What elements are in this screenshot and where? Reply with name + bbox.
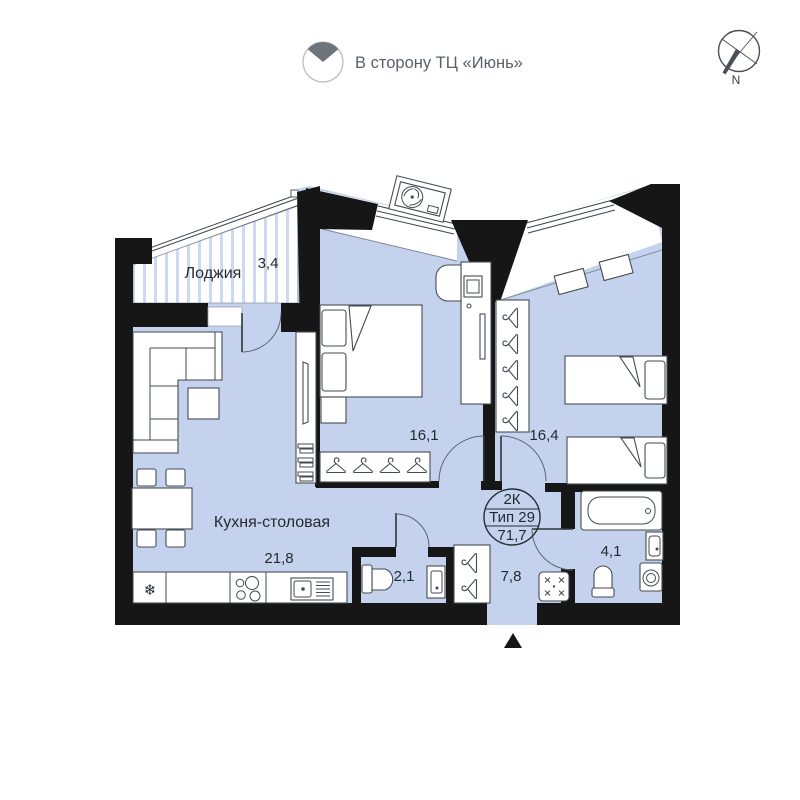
label-hall-area: 7,8: [501, 568, 522, 585]
ac-unit-icon: [388, 175, 452, 223]
toilet-icon: [591, 565, 615, 598]
nightstand: [553, 267, 589, 296]
unit-type-badge: 2К Тип 29 71,7: [483, 488, 541, 546]
blanket-fold: [348, 305, 372, 352]
label-loggia-name: Лоджия: [185, 265, 242, 282]
room-wc-furniture: [361, 564, 446, 599]
corner-sofa: [132, 331, 223, 454]
kitchen-sink-icon: [290, 577, 334, 601]
loggia-door: [207, 306, 282, 353]
laptop-icon: [463, 275, 483, 298]
room-bedroom-2-furniture: [495, 253, 668, 485]
monitor-icon: [479, 313, 486, 360]
label-kitchen-name: Кухня-столовая: [214, 514, 330, 531]
label-loggia-area: 3,4: [258, 255, 279, 272]
badge-rooms-type: 2К: [503, 491, 520, 508]
compass-needle-south-icon: [722, 49, 740, 75]
bedroom-1-door: [438, 435, 485, 482]
compass-north-label: N: [732, 73, 741, 87]
room-kitchen-furniture: ❄: [131, 331, 348, 604]
blanket-fold: [619, 437, 642, 468]
label-kitchen-area: 21,8: [264, 550, 293, 567]
chair: [136, 468, 157, 487]
compass-cross-line-icon: [721, 38, 758, 65]
entrance-marker-icon: [504, 633, 522, 648]
nightstand: [598, 253, 634, 282]
direction-wedge-icon: [307, 42, 339, 62]
label-wc-area: 2,1: [394, 568, 415, 585]
bathtub: [580, 490, 663, 531]
chair: [165, 468, 186, 487]
pillow: [644, 442, 666, 479]
hall-furniture: [453, 544, 570, 604]
room-bathroom-furniture: [580, 490, 664, 598]
shelves-icon: [297, 443, 314, 482]
pillow: [644, 360, 666, 400]
direction-indicator: В сторону ТЦ «Июнь»: [302, 41, 523, 83]
toilet-icon: [361, 564, 394, 594]
pillow: [321, 352, 347, 392]
pillow: [321, 309, 347, 347]
wc-sink-icon: [426, 565, 446, 599]
tv-icon: [302, 361, 309, 425]
label-bathroom-area: 4,1: [601, 543, 622, 560]
vent-shaft-icon: [538, 571, 570, 602]
washing-machine-icon: [639, 562, 663, 592]
wc-door: [395, 513, 430, 548]
desk-chair: [435, 264, 462, 302]
badge-total-area: 71,7: [497, 527, 526, 544]
blanket-fold: [618, 356, 641, 388]
stove-icon: [235, 576, 261, 602]
bathroom-sink-icon: [645, 531, 664, 561]
chair: [165, 529, 186, 548]
compass-circle-icon: [717, 29, 761, 73]
label-bedroom-2-area: 16,4: [529, 427, 558, 444]
badge-plan-type: Тип 29: [489, 509, 535, 526]
fridge-icon: ❄: [144, 582, 157, 599]
dining-table: [131, 487, 193, 530]
chair: [136, 529, 157, 548]
room-bedroom-1-furniture: [319, 261, 492, 483]
direction-label: В сторону ТЦ «Июнь»: [355, 54, 523, 72]
window-bands: [117, 186, 663, 302]
nightstand: [320, 396, 347, 424]
ottoman: [187, 387, 220, 420]
label-bedroom-1-area: 16,1: [409, 427, 438, 444]
room-labels: Лоджия 3,4 16,1 16,4 Кухня-столовая 21,8…: [185, 255, 622, 585]
compass: N: [717, 29, 761, 87]
bedroom-2-door: [500, 435, 547, 482]
